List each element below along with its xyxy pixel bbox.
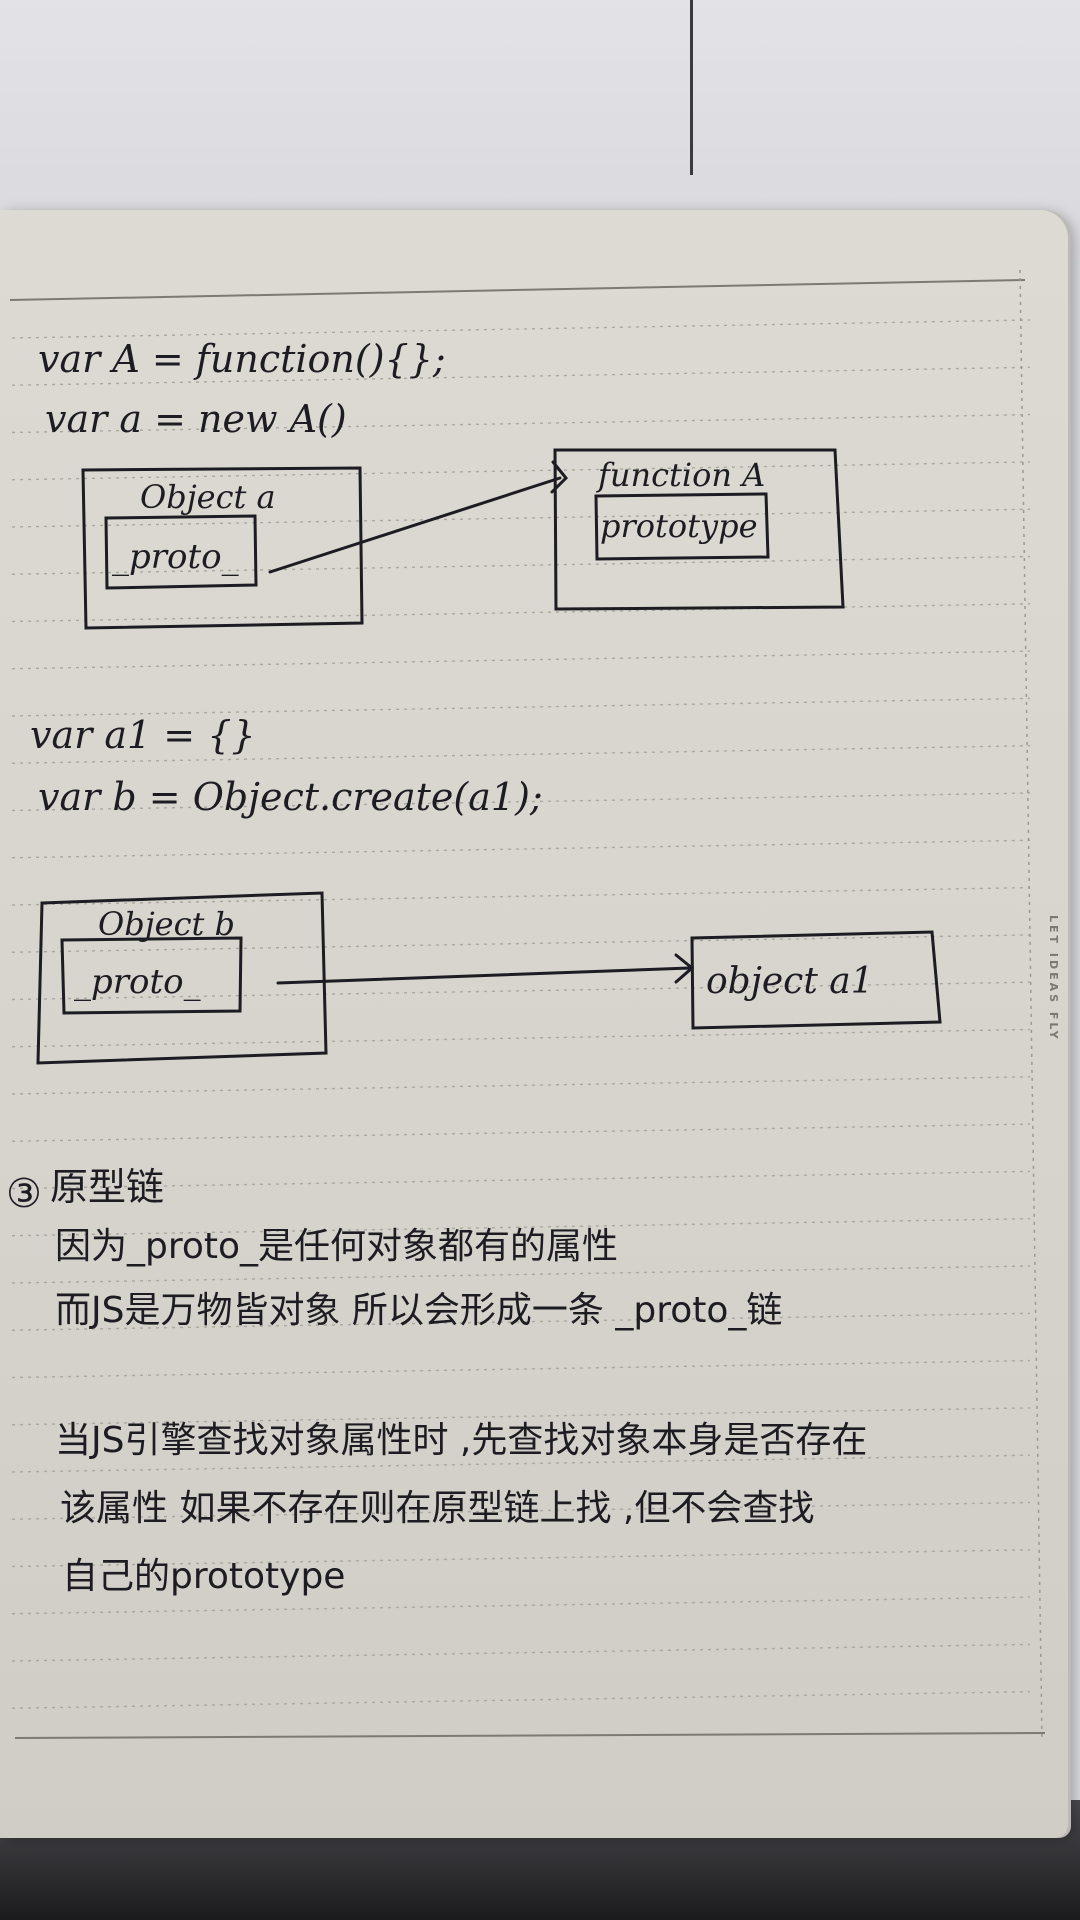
notebook-brand-label: LET IDEAS FLY [1047, 915, 1060, 1042]
ruled-line [11, 319, 1031, 339]
code-line-4: var b = Object.create(a1); [38, 775, 543, 819]
object-a-proto-box [104, 514, 258, 590]
ruled-line [11, 1501, 1031, 1520]
ruled-line [11, 555, 1031, 575]
top-rule [9, 279, 1026, 301]
note-line-4: 该属性 如果不存在则在原型链上找 ,但不会查找 [60, 1488, 814, 1529]
ruled-line [11, 1643, 1031, 1662]
section-heading: 原型链 [50, 1165, 164, 1209]
bottom-rule [14, 1732, 1046, 1739]
ruled-line [11, 981, 1031, 1001]
function-A-title: function A [596, 456, 765, 494]
ruled-line [11, 1123, 1031, 1142]
ruled-line [11, 1076, 1031, 1095]
code-line-2: var a = new A() [45, 397, 347, 441]
diagram-1: Object a _proto_ function A prototype [81, 448, 845, 630]
note-line-2: 而JS是万物皆对象 所以会形成一条 _proto_链 [55, 1290, 782, 1331]
object-a-proto-field: _proto_ [112, 537, 239, 577]
ruled-line [11, 603, 1031, 623]
ruled-line [11, 366, 1031, 386]
ruled-line [11, 1691, 1031, 1709]
ruled-line [11, 1549, 1031, 1568]
ruled-line [11, 650, 1031, 670]
ruled-line [11, 413, 1031, 434]
note-line-1: 因为_proto_是任何对象都有的属性 [55, 1226, 618, 1267]
function-A-box [553, 448, 845, 611]
desk-seam [690, 0, 693, 175]
ruled-line [11, 934, 1031, 953]
code-line-3: var a1 = {} [30, 713, 256, 757]
ruled-line [11, 886, 1031, 906]
ruled-line [11, 1218, 1031, 1237]
arrow-b-to-a1 [276, 966, 692, 985]
section-prototype-chain: ③ 原型链 因为_proto_是任何对象都有的属性 而JS是万物皆对象 所以会形… [6, 1165, 867, 1597]
diagram-2: Object b _proto_ object a1 [36, 891, 942, 1065]
ruled-line [11, 697, 1031, 717]
object-b-title: Object b [98, 905, 235, 943]
object-a-box [81, 466, 364, 630]
object-a1-title: object a1 [706, 961, 874, 1002]
ruled-line [11, 1170, 1031, 1190]
ruled-line [11, 792, 1031, 812]
function-A-prototype-field: prototype [600, 507, 758, 545]
ruled-line [11, 461, 1031, 481]
ruled-line [11, 745, 1031, 764]
object-b-box [36, 891, 328, 1065]
object-b-proto-field: _proto_ [74, 962, 201, 1002]
object-a1-box [690, 930, 942, 1030]
ruled-line [11, 1596, 1031, 1615]
ruled-line [11, 1265, 1031, 1284]
section-marker: ③ [6, 1171, 42, 1217]
ruled-line [11, 1312, 1031, 1331]
arrow-a-to-A [268, 476, 562, 574]
ruled-lines [11, 319, 1031, 1709]
function-A-prototype-box [594, 492, 770, 561]
ruled-line [11, 839, 1031, 859]
note-line-3: 当JS引擎查找对象属性时 ,先查找对象本身是否存在 [55, 1420, 867, 1461]
object-b-proto-box [60, 936, 243, 1015]
object-a-title: Object a [140, 478, 276, 516]
ruled-line [11, 1028, 1031, 1048]
ruled-line [11, 1359, 1031, 1379]
right-margin-line [1019, 269, 1043, 1739]
note-line-5: 自己的prototype [62, 1556, 345, 1597]
ruled-line [11, 508, 1031, 528]
ruled-line [11, 1407, 1031, 1426]
ruled-line [11, 1454, 1031, 1473]
code-line-1: var A = function(){}; [38, 337, 446, 381]
